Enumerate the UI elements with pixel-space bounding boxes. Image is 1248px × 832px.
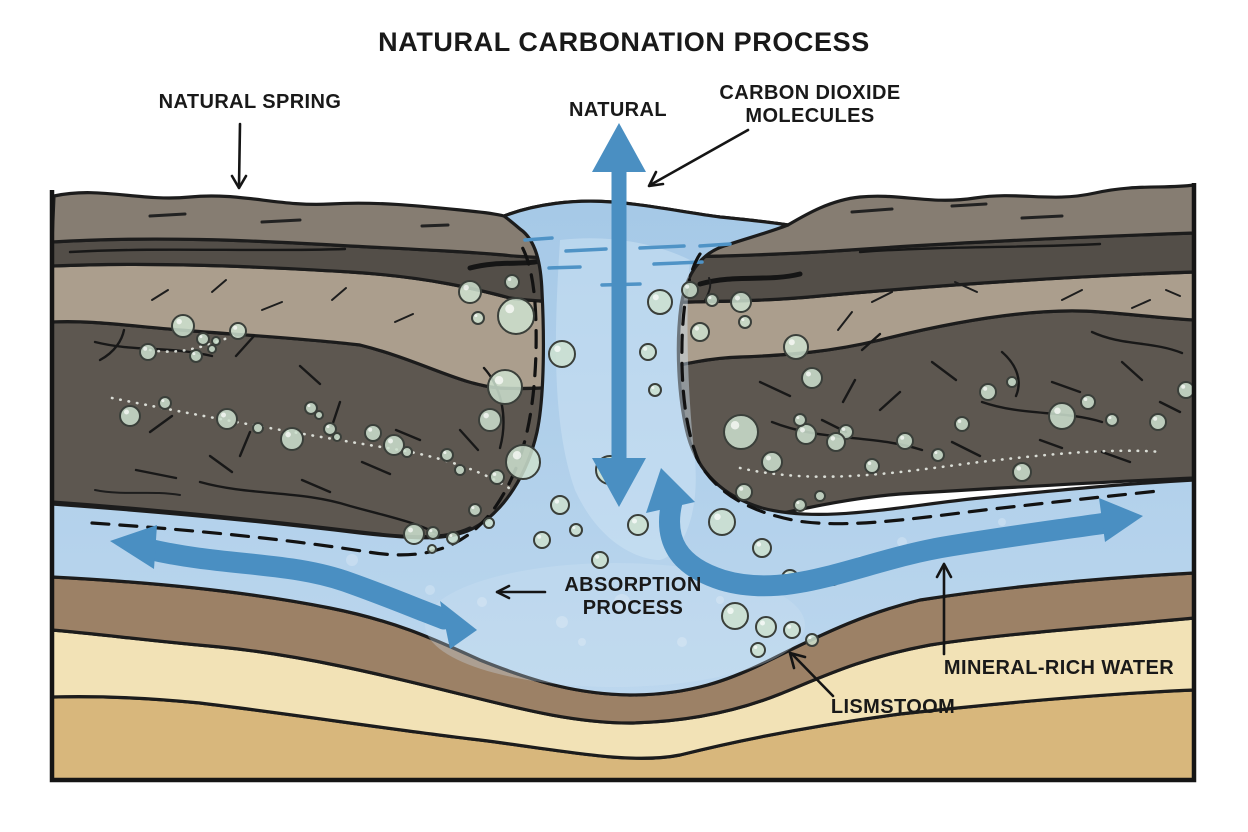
left-arrowhead-icon <box>110 525 157 569</box>
section-frame <box>49 183 1197 783</box>
label-natural: NATURAL <box>569 99 667 121</box>
absorption-pointer <box>495 584 547 600</box>
mineral-water-pointer <box>935 562 953 656</box>
label-natural-spring: NATURAL SPRING <box>158 91 342 113</box>
label-absorption-process: ABSORPTION PROCESS <box>564 574 701 620</box>
up-arrowhead-icon <box>592 123 646 172</box>
sandstone-cracks <box>151 277 1181 331</box>
label-absorption-line2: PROCESS <box>582 597 684 619</box>
natural-spring-pointer <box>230 122 248 190</box>
page-title: NATURAL CARBONATION PROCESS <box>378 27 870 57</box>
right-arrowhead-icon <box>1099 498 1143 542</box>
label-carbon-dioxide-line1: CARBON DIOXIDE <box>719 82 901 104</box>
left-flow-arrow <box>110 525 477 649</box>
upleft-arrowhead-icon <box>646 468 695 513</box>
label-carbon-dioxide-line2: MOLECULES <box>745 105 875 127</box>
vertical-flow-arrow <box>592 123 646 507</box>
downright-arrowhead-icon <box>440 601 477 649</box>
label-absorption-line1: ABSORPTION <box>564 574 702 596</box>
label-mineral-rich-water: MINERAL-RICH WATER <box>943 657 1175 679</box>
lismstoom-pointer <box>788 651 835 698</box>
right-dashed-guide <box>680 252 1160 526</box>
label-carbon-dioxide: CARBON DIOXIDE MOLECULES <box>719 82 900 128</box>
co2-pointer <box>647 128 750 188</box>
left-dashed-guide <box>90 238 538 557</box>
flow-dashed-guides <box>90 238 1160 557</box>
right-flow-arrow <box>646 468 1143 597</box>
label-pointers <box>230 122 953 698</box>
bubble-trails <box>110 332 1164 492</box>
label-lismstoom: LISMSTOOM <box>830 696 956 718</box>
down-arrowhead-icon <box>592 458 646 507</box>
